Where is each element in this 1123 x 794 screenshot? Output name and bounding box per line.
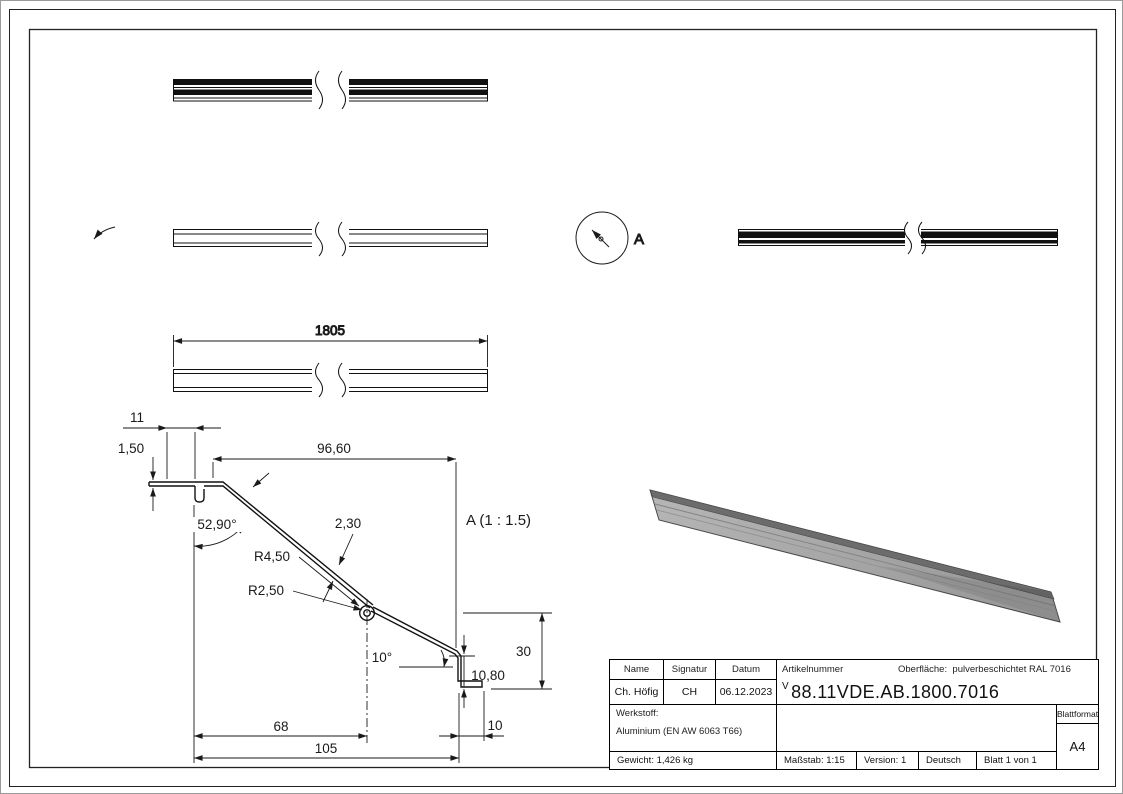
dim-30-text: 30 (516, 644, 531, 659)
break-line (338, 70, 346, 110)
break-line (315, 70, 323, 110)
artikelnummer-number: 88.11VDE.AB.1800.7016 (791, 682, 1000, 702)
version-cell: Version: 1 (857, 752, 919, 769)
blattformat-value: A4 (1069, 739, 1086, 754)
werkstoff-label: Werkstoff: (616, 708, 659, 719)
detail-circle-a: A (575, 211, 645, 265)
dim-105-text: 105 (315, 741, 338, 756)
inner-frame (28, 28, 1098, 769)
dim-10-text: 10 (487, 718, 502, 733)
length-dimension-text: 1805 (315, 323, 345, 338)
dim-r2-50-text: R2,50 (248, 583, 284, 598)
break-line (904, 221, 912, 255)
isometric-3d-view (649, 489, 1061, 623)
signatur-value: CH (664, 680, 716, 705)
dim-68-text: 68 (273, 719, 288, 734)
massstab-cell: Maßstab: 1:15 (777, 752, 857, 769)
oberflaeche-label: Oberfläche: (898, 664, 948, 675)
dim-1-50-text: 1,50 (118, 441, 144, 456)
signatur-header: Signatur (664, 660, 716, 680)
gewicht-cell: Gewicht: 1,426 kg (610, 752, 777, 769)
break-line (315, 362, 323, 398)
dim-10-80-text: 10,80 (471, 668, 505, 683)
werkstoff-value: Aluminium (EN AW 6063 T66) (616, 726, 743, 737)
oberflaeche: Oberfläche: pulverbeschichtet RAL 7016 (898, 665, 1071, 675)
cross-section-dimensions (123, 425, 552, 763)
blattformat-label: Blattformat (1057, 705, 1098, 724)
outer-frame (9, 9, 1116, 787)
sprache-cell: Deutsch (919, 752, 977, 769)
dim-angle-text: 52,90° (197, 517, 236, 532)
profile-hook (194, 486, 205, 503)
view-top-profile-right (738, 221, 1058, 255)
view-top-profile (173, 70, 488, 110)
blatt-cell: Blatt 1 von 1 (977, 752, 1057, 769)
name-header: Name (610, 660, 664, 680)
oberflaeche-value: pulverbeschichtet RAL 7016 (952, 664, 1071, 675)
artikelnummer-prefix: V (782, 681, 790, 692)
werkstoff-cell: Werkstoff: Aluminium (EN AW 6063 T66) (610, 705, 777, 752)
detail-indicator-arrow (93, 226, 116, 240)
view-front-profile (173, 221, 488, 257)
dim-11-text: 11 (130, 410, 144, 425)
cross-section-profile (148, 481, 483, 688)
detail-view-title: A (1 : 1.5) (466, 512, 531, 529)
break-line (918, 221, 926, 255)
title-block: Name Signatur Datum Artikelnummer Oberfl… (609, 659, 1099, 770)
dim-angle-10-text: 10° (372, 650, 392, 665)
view-length-dimension: 1805 (173, 323, 488, 398)
dim-r4-50-text: R4,50 (254, 549, 290, 564)
artikelnummer-value: V 88.11VDE.AB.1800.7016 (777, 680, 1098, 705)
datum-header: Datum (716, 660, 777, 680)
dim-2-30-text: 2,30 (335, 516, 361, 531)
empty-cell (777, 705, 1057, 752)
break-line (338, 362, 346, 398)
artikelnummer-header: Artikelnummer (782, 664, 844, 675)
break-line (338, 221, 346, 257)
datum-value: 06.12.2023 (716, 680, 777, 705)
break-line (315, 221, 323, 257)
cross-section-labels: 11 1,50 96,60 52,90° 2,30 R4,50 R2,50 10… (118, 410, 531, 756)
dim-96-60-text: 96,60 (317, 441, 351, 456)
detail-circle-label: A (634, 231, 644, 248)
name-value: Ch. Höfig (610, 680, 664, 705)
